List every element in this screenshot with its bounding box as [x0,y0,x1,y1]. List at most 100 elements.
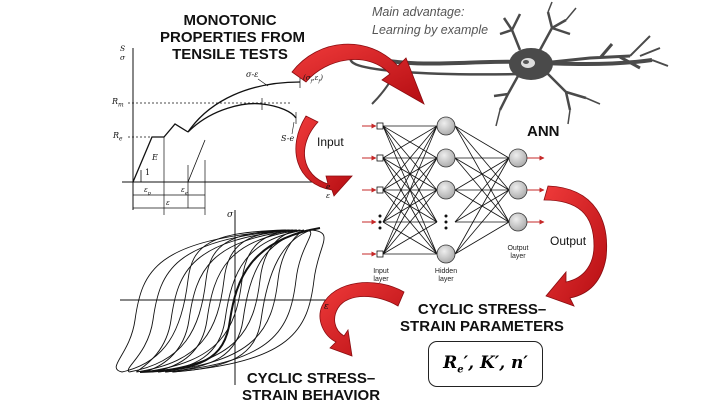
output-layer-line-1: Output [507,245,529,252]
re-text: R [113,131,120,140]
tensile-chart [122,48,323,215]
ellipsis-dot [444,220,448,224]
fracture-sigma-sub: f [310,78,313,85]
tensile-y-axis-label: S σ [120,44,125,62]
connection-hidden-output [454,157,510,223]
connection-input-hidden [382,157,438,255]
eps-p-text: ε [144,186,148,194]
hysteresis-chart [115,210,335,385]
x-axis-epsilon: ε [326,191,331,200]
connection-input-hidden [382,125,438,255]
connection-input-hidden [382,221,438,255]
cyclic-parameters-line-2: STRAIN PARAMETERS [400,318,564,335]
tensile-x-axis-label: e ε [326,182,330,200]
param-re-sub: e [457,364,464,376]
fracture-eps: ,ε [312,74,319,82]
advantage-line-2: Learning by example [372,23,489,37]
fracture-close: ) [320,74,323,82]
hysteresis-loop-branch [150,229,301,373]
fracture-eps-sub: f [318,78,321,85]
hysteresis-x-axis-label: ε [324,302,329,312]
ellipsis-dot [378,226,382,230]
param-re: R [443,352,458,373]
cyclic-parameters-box: Re′, K′, n′ [428,341,543,387]
red-arrows [291,43,608,357]
arrow-to-ann [291,43,425,105]
arrow-to-behavior [319,282,405,357]
hidden-layer-label: Hidden layer [431,268,461,284]
advantage-line-1: Main advantage: [372,5,465,19]
re-label: Re [113,131,123,143]
hysteresis-loop-branch [165,229,308,373]
hidden-node [436,244,456,264]
connection-input-hidden [382,189,438,255]
ann-label: ANN [527,123,560,140]
connection-input-hidden [382,125,438,159]
ellipsis-dot [444,226,448,230]
rm-label: Rm [112,97,124,109]
monotonic-title-line-2: PROPERTIES FROM [160,29,306,46]
input-node [376,250,384,258]
hysteresis-loop-branch [136,229,294,373]
input-layer-line-2: layer [373,276,389,283]
elastic-plastic-curve [132,123,189,183]
cyclic-behavior-line-2: STRAIN BEHAVIOR [241,387,381,404]
hysteresis-loop-branch [127,229,290,373]
hysteresis-loop-branch [172,229,325,373]
hidden-layer-line-1: Hidden [434,268,458,275]
eps-e-label: εe [181,186,188,196]
ellipsis-dot [378,220,382,224]
input-node [376,154,384,162]
s-e-label: S-e [281,134,295,143]
eps-p-label: εp [144,186,151,196]
s-e-curve [187,103,297,133]
arrow-input [295,115,353,197]
hysteresis-loop-branch [150,229,301,373]
connection-hidden-output [454,157,510,191]
ellipsis-dot [444,214,448,218]
monotonic-title: MONOTONIC PROPERTIES FROM TENSILE TESTS [160,12,306,63]
cyclic-parameters-line-1: CYCLIC STRESS– [417,301,547,318]
hidden-node [436,116,456,136]
input-arrow-label: Input [317,135,344,149]
hysteresis-loop-branch [172,229,312,373]
hysteresis-loop-branch [115,229,287,373]
eps-e-text: ε [181,186,185,194]
eps-p-sub: p [147,190,151,197]
monotonic-title-line-3: TENSILE TESTS [172,46,288,63]
advantage-note: Main advantage: Learning by example [372,3,488,39]
y-axis-sigma: σ [120,53,126,62]
hidden-layer-line-2: layer [438,276,454,283]
monotonic-title-line-1: MONOTONIC [183,12,277,29]
rm-sub: m [118,101,124,109]
fracture-open: (σ [303,74,311,82]
hysteresis-loop-branch [121,229,287,373]
hidden-node [436,148,456,168]
ellipsis-dot [378,214,382,218]
cyclic-behavior-title: CYCLIC STRESS– STRAIN BEHAVIOR [236,370,386,404]
rm-text: R [112,97,119,106]
sigma-epsilon-curve [187,81,301,133]
hysteresis-loop-branch [157,229,305,373]
connection-hidden-output [454,189,510,255]
y-axis-s: S [120,44,126,53]
re-sub: e [119,135,123,143]
x-axis-e: e [326,182,331,191]
hysteresis-y-axis-label: σ [227,210,234,220]
param-rest: ′, K′, n′ [463,352,528,373]
output-layer-label: Output layer [502,245,534,261]
hysteresis-loop-branch [143,229,297,373]
hysteresis-loops [115,229,325,373]
input-layer-line-1: Input [373,268,389,275]
connection-hidden-output [454,125,510,159]
sigma-epsilon-label: σ-ε [246,70,259,79]
input-layer-label: Input layer [366,268,396,284]
cyclic-curve [139,227,321,373]
output-arrow-label: Output [550,234,587,248]
eps-total-label: ε [166,199,170,207]
input-node [376,186,384,194]
cyclic-behavior-line-1: CYCLIC STRESS– [246,370,376,387]
slope-unit-label: 1 [145,168,151,177]
